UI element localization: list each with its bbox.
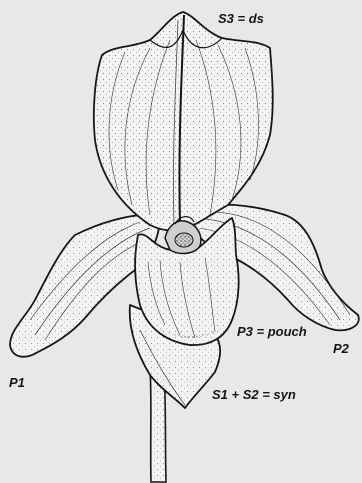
pouch-label: P3 = pouch	[237, 324, 307, 339]
synsepal-label: S1 + S2 = syn	[212, 387, 296, 402]
dorsal-sepal-shape	[94, 12, 273, 231]
dorsal-sepal-label: S3 = ds	[218, 11, 264, 26]
right-petal-label: P2	[333, 341, 349, 356]
left-petal-label: P1	[9, 375, 25, 390]
